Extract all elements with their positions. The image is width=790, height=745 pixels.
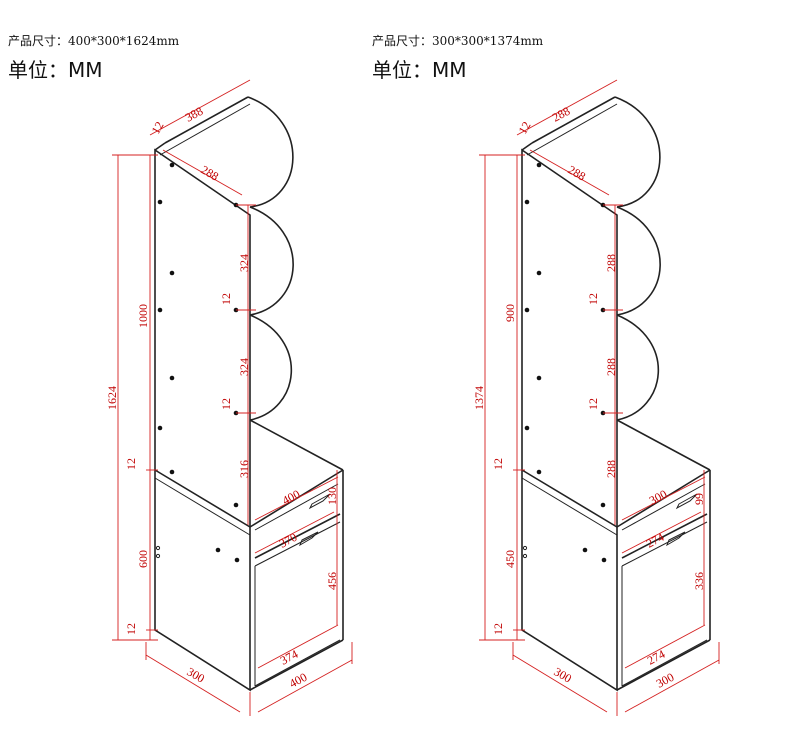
left-dim-drawer-inner: 370: [277, 530, 299, 551]
left-dim-base-depth: 300: [185, 664, 208, 685]
left-dim-gap2: 324: [237, 358, 251, 376]
right-dim-drawer-inner: 274: [644, 530, 666, 551]
right-unit-label: 单位：MM: [372, 58, 467, 82]
right-dim-gap2: 288: [604, 358, 618, 376]
right-dim-drawer-height: 99: [692, 493, 706, 505]
left-dim-height-lower: 600: [136, 550, 150, 568]
left-dim-top-depth: 388: [183, 104, 205, 125]
right-dim-t4: 12: [491, 623, 505, 635]
left-dim-shelf1: 288: [199, 162, 222, 183]
left-dim-t3: 12: [124, 458, 138, 470]
right-dim-t1: 12: [586, 293, 600, 305]
left-dim-height-total: 1624: [105, 386, 119, 410]
left-dim-t4: 12: [124, 623, 138, 635]
left-dim-gap1: 324: [237, 254, 251, 272]
right-dim-drawer-width: 300: [647, 487, 669, 508]
left-dim-base-width: 400: [287, 670, 309, 691]
left-unit-label: 单位：MM: [8, 58, 103, 82]
right-dim-t3: 12: [491, 458, 505, 470]
left-dim-t2: 12: [219, 398, 233, 410]
right-dim-height-lower: 450: [503, 550, 517, 568]
left-dim-height-upper: 1000: [136, 304, 150, 328]
right-dim-height-upper: 900: [503, 304, 517, 322]
left-product-size: 产品尺寸：400*300*1624mm: [8, 34, 180, 48]
right-dim-shelf1: 288: [566, 162, 589, 183]
right-dim-t2: 12: [586, 398, 600, 410]
left-dim-t1: 12: [219, 293, 233, 305]
right-dim-top-depth: 288: [550, 104, 572, 125]
left-cabinet-drawing: 12 388 288 1624 1000 324 12 324 12 316 1…: [105, 79, 353, 717]
right-dim-height-total: 1374: [472, 386, 486, 410]
right-dim-gap3: 288: [604, 460, 618, 478]
left-dim-door-height: 456: [325, 572, 339, 590]
right-dim-door-height: 336: [692, 572, 706, 590]
right-product-size: 产品尺寸：300*300*1374mm: [372, 34, 544, 48]
right-dim-base-width: 300: [654, 670, 676, 691]
left-dim-drawer-width: 400: [280, 487, 302, 508]
right-dim-base-depth: 300: [552, 664, 575, 685]
left-dim-gap3: 316: [237, 460, 251, 478]
right-cabinet-drawing: 12 288 288 1374 900 288 12 288 12 288 12…: [472, 79, 720, 717]
left-dim-drawer-height: 130: [325, 487, 339, 505]
right-dim-gap1: 288: [604, 254, 618, 272]
